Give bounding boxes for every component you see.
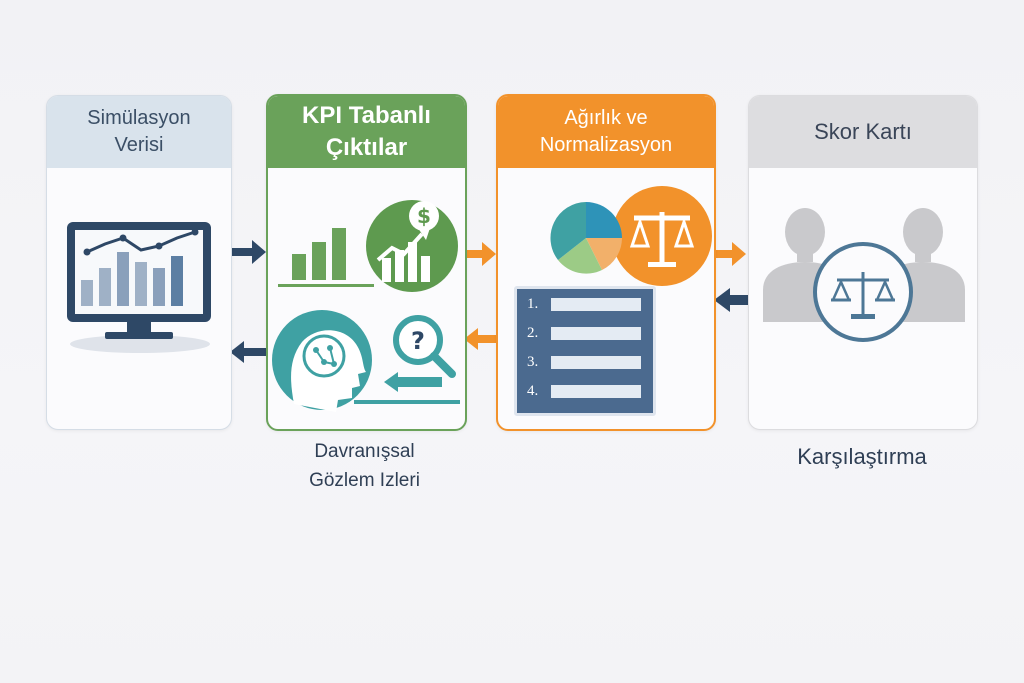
list-number: 3. bbox=[527, 354, 539, 370]
scorecard-card-header: Skor Kartı bbox=[749, 96, 977, 168]
scorecard-card: Skor Kartı bbox=[748, 95, 978, 430]
simulation-card-title: Simülasyon Verisi bbox=[87, 107, 191, 156]
list-bar bbox=[551, 385, 641, 398]
kpi-card-title: KPI Tabanlı Çıktılar bbox=[302, 101, 431, 161]
simulation-card-header: Simülasyon Verisi bbox=[47, 96, 231, 168]
list-row-1: 1. bbox=[517, 289, 653, 320]
comparison-caption: Karşılaştırma bbox=[797, 444, 927, 469]
simulation-data-card: Simülasyon Verisi bbox=[46, 95, 232, 430]
normalization-card-title: Ağırlık ve Normalizasyon bbox=[539, 107, 673, 156]
list-bar bbox=[551, 327, 641, 340]
arrow-sim-to-kpi bbox=[230, 240, 266, 264]
list-row-4: 4. bbox=[517, 376, 653, 407]
arrow-norm-to-skor bbox=[712, 242, 746, 266]
normalization-card-header: Ağırlık ve Normalizasyon bbox=[498, 96, 714, 168]
monitor-chart-icon bbox=[67, 222, 211, 353]
behavioral-observation-caption: Davranışsal Gözlem Izleri bbox=[309, 441, 420, 491]
weighting-normalization-card: Ağırlık ve Normalizasyon 1. 2. 3 bbox=[496, 94, 716, 431]
kpi-outputs-card: KPI Tabanlı Çıktılar $ bbox=[266, 94, 467, 431]
arrow-norm-to-kpi bbox=[464, 328, 496, 350]
list-bar bbox=[551, 356, 641, 369]
scorecard-card-body bbox=[749, 168, 977, 429]
list-row-2: 2. bbox=[517, 318, 653, 349]
kpi-card-header: KPI Tabanlı Çıktılar bbox=[268, 96, 465, 168]
list-bar bbox=[551, 298, 641, 311]
ranked-list-panel: 1. 2. 3. 4. bbox=[514, 286, 656, 416]
simulation-card-body bbox=[47, 168, 231, 429]
brain-magnifier-icon: ? bbox=[272, 310, 460, 412]
bar-chart-dollar-icon: $ bbox=[278, 200, 458, 292]
svg-text:$: $ bbox=[417, 204, 431, 228]
svg-text:?: ? bbox=[411, 327, 425, 355]
kpi-card-body: $ ? bbox=[268, 168, 465, 429]
list-number: 1. bbox=[527, 296, 539, 312]
normalization-card-body: 1. 2. 3. 4. bbox=[498, 168, 714, 429]
list-number: 4. bbox=[527, 383, 539, 399]
pie-scale-icon bbox=[550, 186, 712, 286]
people-scale-icon bbox=[763, 208, 965, 342]
arrow-kpi-to-sim bbox=[230, 341, 266, 363]
list-number: 2. bbox=[527, 325, 539, 341]
list-row-3: 3. bbox=[517, 347, 653, 378]
scorecard-card-title: Skor Kartı bbox=[814, 119, 912, 145]
arrow-kpi-to-norm bbox=[464, 242, 496, 266]
